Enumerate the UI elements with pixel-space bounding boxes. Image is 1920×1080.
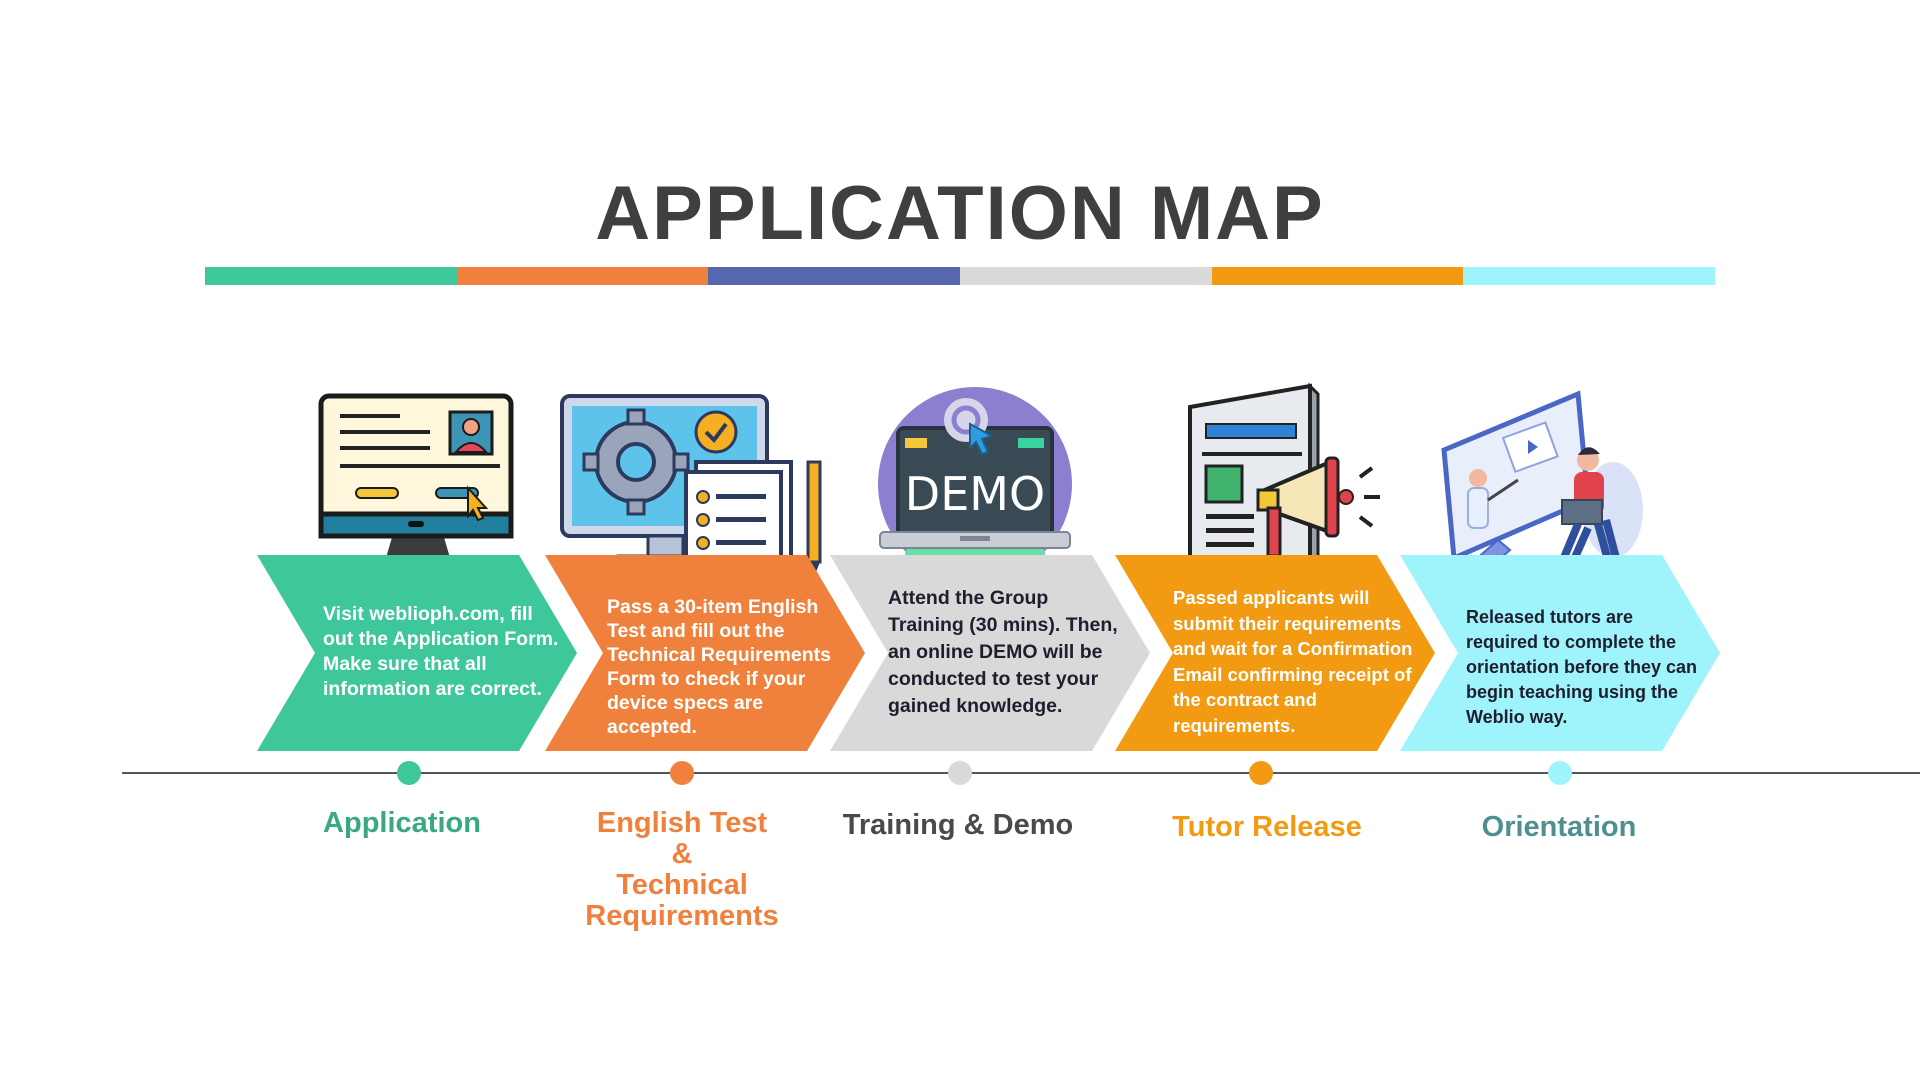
step-1-label: Application [323, 807, 481, 839]
step-2-chevron: Pass a 30-item English Test and fill out… [545, 555, 865, 751]
step-3-label: Training & Demo [842, 809, 1074, 841]
step-3-dot [948, 761, 972, 785]
step-5-chevron: Released tutors are required to complete… [1400, 555, 1720, 751]
step-2-dot [670, 761, 694, 785]
step-2-label: English Test & Technical Requirements [532, 808, 832, 932]
step-1-text: Visit weblioph.com, fill out the Applica… [323, 603, 559, 700]
step-3-text: Attend the Group Training (30 mins). The… [888, 587, 1118, 717]
color-bar [205, 267, 1716, 285]
color-bar-gray [960, 267, 1212, 285]
step-5-dot [1548, 761, 1572, 785]
color-bar-orange [456, 267, 709, 285]
color-bar-amber [1211, 267, 1464, 285]
step-4-dot [1249, 761, 1273, 785]
svg-text:DEMO: DEMO [905, 467, 1045, 521]
step-4-text: Passed applicants will submit their requ… [1173, 587, 1413, 736]
computer-form-icon [318, 392, 518, 582]
step-1-chevron: Visit weblioph.com, fill out the Applica… [257, 555, 577, 751]
step-4-chevron: Passed applicants will submit their requ… [1115, 555, 1435, 751]
step-1-dot [397, 761, 421, 785]
step-2-label-line-4: Requirements [585, 900, 779, 932]
gear-checklist-icon [558, 392, 828, 582]
step-2-label-line-2: & [671, 838, 693, 870]
step-2-label-line-1: English Test [596, 807, 768, 839]
demo-laptop-icon: DEMO [870, 384, 1080, 584]
newspaper-megaphone-icon [1180, 382, 1390, 577]
timeline-line [122, 772, 1920, 774]
step-2-label-line-3: Technical [616, 869, 748, 901]
step-2-text: Pass a 30-item English Test and fill out… [607, 596, 831, 738]
color-bar-indigo [708, 267, 961, 285]
page-title: APPLICATION MAP [595, 171, 1325, 256]
color-bar-cyan [1463, 267, 1716, 285]
step-5-text: Released tutors are required to complete… [1466, 607, 1698, 727]
step-5-label: Orientation [1481, 811, 1637, 843]
color-bar-green [205, 267, 457, 285]
step-4-label: Tutor Release [1172, 811, 1362, 843]
step-3-chevron: Attend the Group Training (30 mins). The… [830, 555, 1150, 751]
